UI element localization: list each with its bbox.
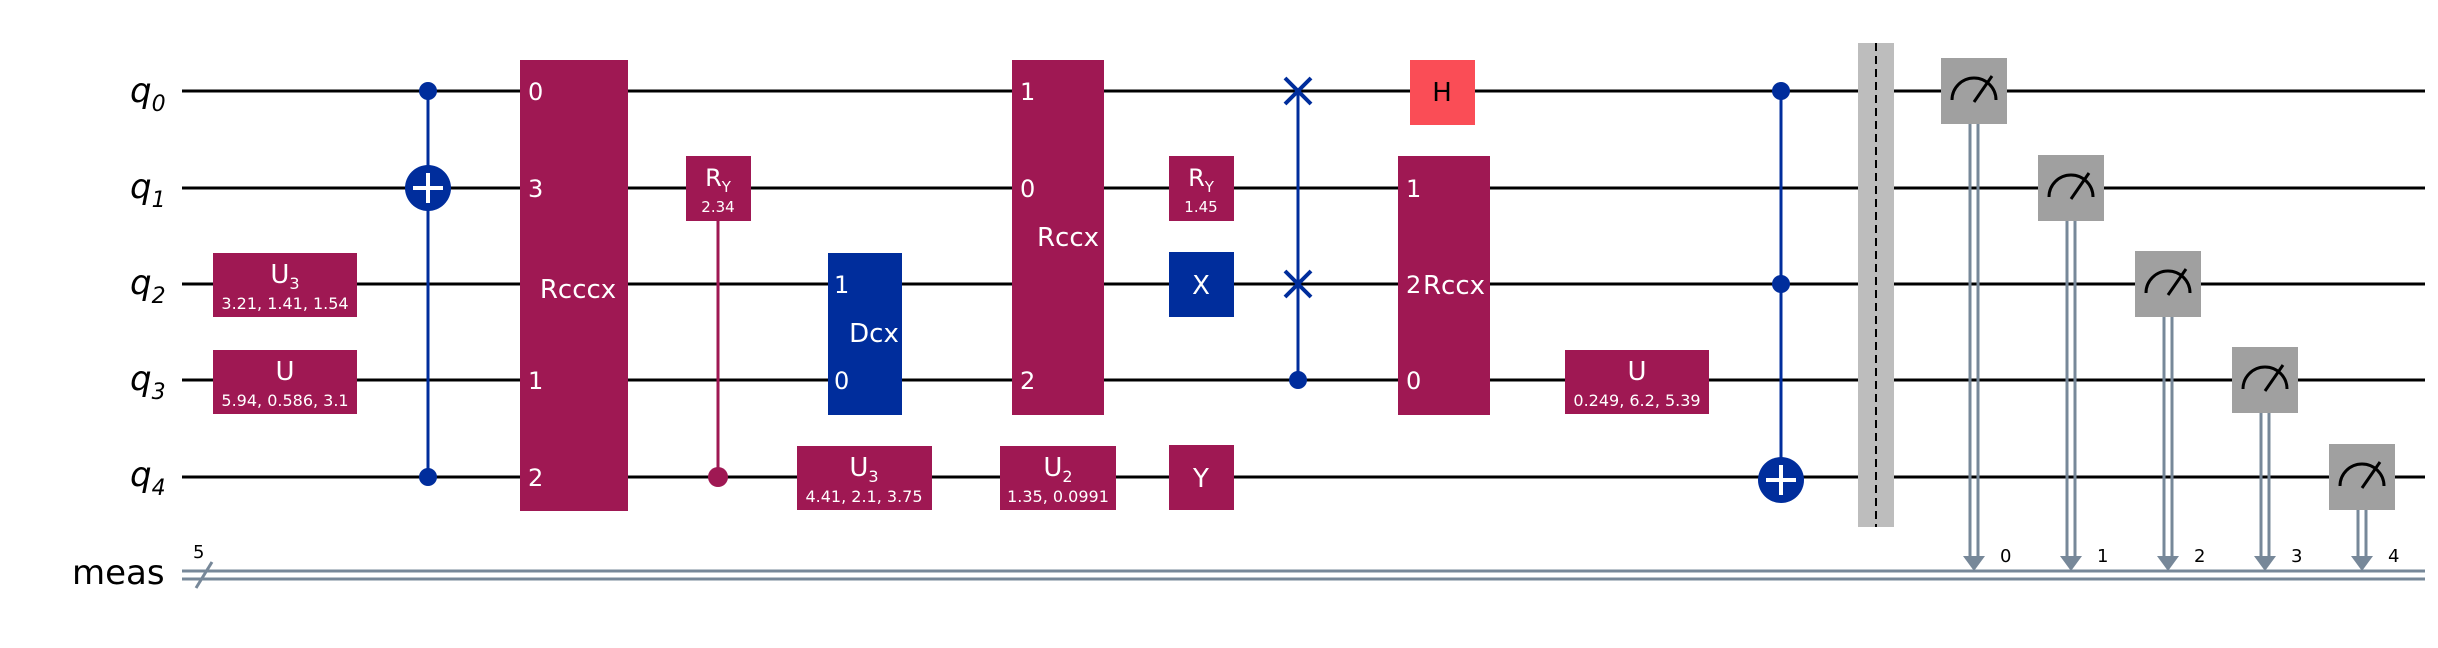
svg-text:0: 0: [834, 367, 849, 395]
measure-gate-q3: 3: [2232, 347, 2302, 571]
ccx-gate-1: [405, 82, 451, 486]
u-gate-q3: U 5.94, 0.586, 3.1: [213, 350, 357, 414]
u-gate-q3-2: U 0.249, 6.2, 5.39: [1565, 350, 1709, 414]
svg-text:0.249, 6.2, 5.39: 0.249, 6.2, 5.39: [1573, 391, 1700, 410]
svg-text:Rcccx: Rcccx: [540, 275, 616, 305]
swap-cross-q0: [1283, 76, 1313, 106]
y-gate-q4: Y: [1169, 445, 1234, 510]
cry-gate: RY 2.34: [686, 156, 751, 487]
svg-text:2: 2: [528, 464, 543, 492]
svg-text:0: 0: [1020, 175, 1035, 203]
svg-text:U2: U2: [1043, 453, 1072, 486]
measure-gate-q2: 2: [2135, 251, 2205, 571]
meter-icon: [2144, 269, 2192, 294]
u3-gate-q2: U3 3.21, 1.41, 1.54: [213, 253, 357, 317]
svg-text:Y: Y: [1192, 464, 1209, 494]
svg-text:4.41, 2.1, 3.75: 4.41, 2.1, 3.75: [805, 487, 922, 506]
control-dot: [1289, 371, 1307, 389]
meter-icon: [1950, 76, 1998, 101]
measure-gate-q1: 1: [2038, 155, 2108, 571]
x-gate-q2: X: [1169, 252, 1234, 317]
measure-bit-label: 0: [2000, 546, 2011, 567]
classical-wire: 5: [182, 542, 2425, 589]
qubit-label-q2: q2: [130, 263, 166, 309]
ccx-gate-2: [1758, 82, 1804, 503]
svg-text:1: 1: [1020, 78, 1035, 106]
bundle-slash: [194, 561, 214, 589]
measurements: 0 1 2 3 4: [1941, 58, 2399, 571]
measure-gate-q4: 4: [2329, 444, 2399, 571]
qubit-label-q0: q0: [130, 71, 166, 117]
svg-text:Rccx: Rccx: [1037, 223, 1099, 253]
svg-text:U: U: [275, 357, 294, 387]
control-dot: [1772, 82, 1790, 100]
svg-text:RY: RY: [705, 164, 732, 196]
svg-text:2: 2: [1020, 367, 1035, 395]
measure-bit-label: 2: [2194, 546, 2205, 567]
svg-text:2: 2: [1406, 271, 1421, 299]
svg-text:Rccx: Rccx: [1423, 271, 1485, 301]
svg-text:5.94, 0.586, 3.1: 5.94, 0.586, 3.1: [221, 391, 348, 410]
svg-text:0: 0: [528, 78, 543, 106]
swap-cross-q2: [1283, 269, 1313, 299]
svg-text:1: 1: [1406, 175, 1421, 203]
ry-gate-q1: RY 1.45: [1169, 156, 1234, 221]
svg-text:1.45: 1.45: [1184, 198, 1217, 216]
measure-bit-label: 3: [2291, 546, 2302, 567]
measure-gate-q0: 0: [1941, 58, 2011, 571]
svg-text:U3: U3: [849, 453, 878, 486]
qubit-label-q1: q1: [130, 167, 166, 213]
svg-text:3.21, 1.41, 1.54: 3.21, 1.41, 1.54: [221, 294, 348, 313]
h-gate-q0: H: [1410, 60, 1475, 125]
svg-text:3: 3: [528, 175, 543, 203]
svg-text:Dcx: Dcx: [849, 319, 899, 349]
measure-bit-label: 4: [2388, 546, 2399, 567]
control-dot: [708, 467, 728, 487]
svg-text:1: 1: [528, 367, 543, 395]
svg-text:U: U: [1627, 357, 1646, 387]
barrier: [1858, 43, 1894, 527]
cswap-gate: [1283, 76, 1313, 389]
u3-gate-q4: U3 4.41, 2.1, 3.75: [797, 446, 932, 510]
classical-register-label: meas: [72, 553, 165, 593]
meter-icon: [2241, 365, 2289, 390]
svg-text:U3: U3: [270, 260, 299, 293]
meter-icon: [2338, 462, 2386, 487]
u2-gate-q4: U2 1.35, 0.0991: [1000, 446, 1116, 510]
svg-text:1: 1: [834, 271, 849, 299]
rccx-gate-1: Rccx 1 0 2: [1012, 60, 1104, 415]
svg-text:1.35, 0.0991: 1.35, 0.0991: [1007, 487, 1109, 506]
classical-width: 5: [193, 542, 204, 563]
rccx-gate-2: Rccx 1 2 0: [1398, 156, 1490, 415]
measure-bit-label: 1: [2097, 546, 2108, 567]
qubit-label-q3: q3: [130, 359, 166, 405]
quantum-wires: [182, 89, 2425, 479]
svg-text:X: X: [1192, 271, 1210, 301]
svg-text:2.34: 2.34: [701, 198, 734, 216]
dcx-gate: Dcx 1 0: [828, 253, 902, 415]
control-dot: [419, 82, 437, 100]
svg-text:0: 0: [1406, 367, 1421, 395]
wire-labels: q0 q1 q2 q3 q4 meas: [72, 71, 166, 593]
rcccx-gate: Rcccx 0 3 1 2: [520, 60, 628, 511]
control-dot: [419, 468, 437, 486]
qubit-label-q4: q4: [130, 455, 166, 501]
svg-text:RY: RY: [1188, 164, 1215, 196]
control-dot: [1772, 275, 1790, 293]
svg-text:H: H: [1432, 78, 1452, 108]
meter-icon: [2047, 173, 2095, 198]
